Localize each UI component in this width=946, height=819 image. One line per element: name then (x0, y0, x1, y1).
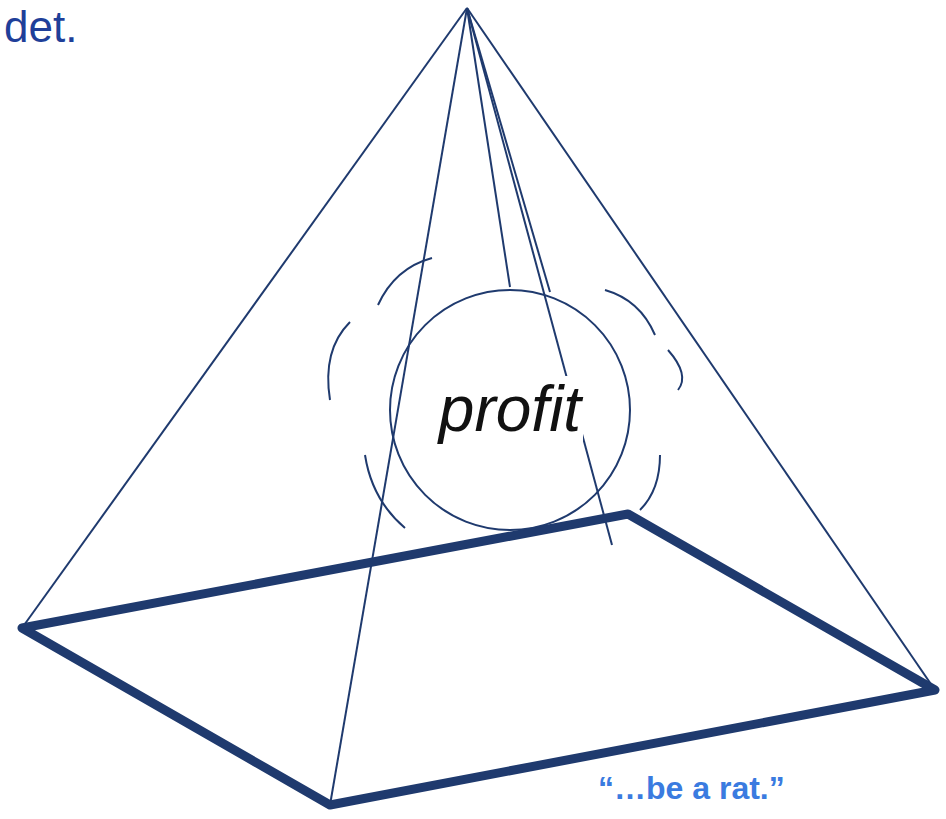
corner-text: det. (4, 2, 77, 52)
pyramid-base (22, 514, 935, 805)
pyramid-edges (22, 8, 935, 805)
quote-text: “…be a rat.” (598, 770, 785, 807)
node-text: profit (437, 376, 583, 443)
circle-node: profit (388, 288, 632, 532)
